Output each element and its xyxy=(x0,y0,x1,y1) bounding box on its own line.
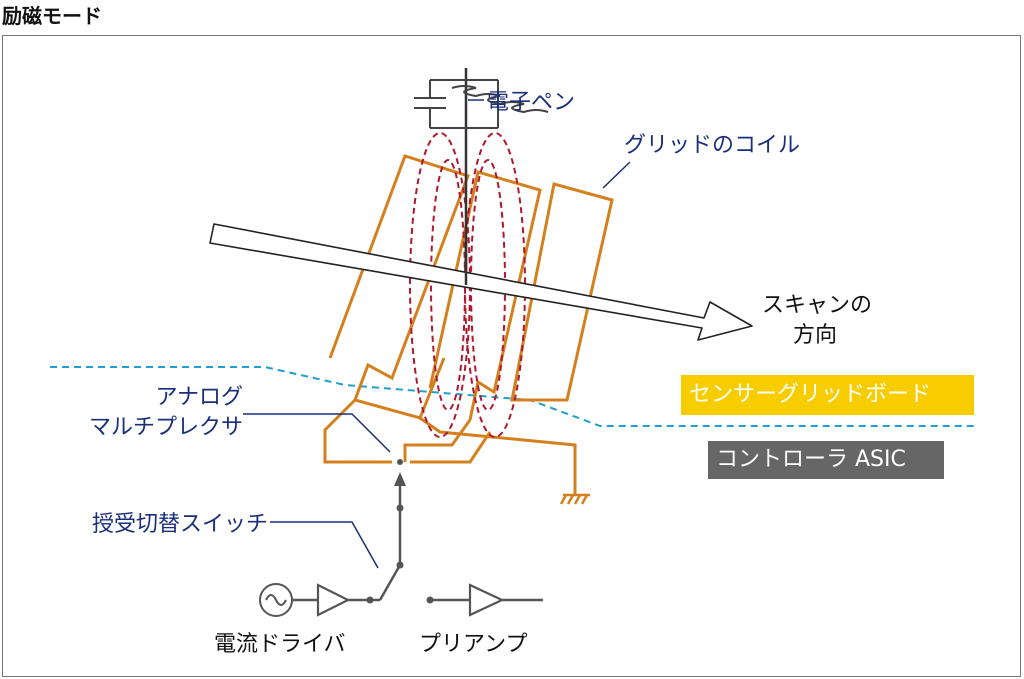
driver-amplifier-icon xyxy=(316,583,351,617)
node-dot-3 xyxy=(366,596,374,604)
ac-source-icon xyxy=(259,583,293,617)
sensor-board-badge: センサーグリッドボード xyxy=(681,375,974,415)
grid-coil-3 xyxy=(510,182,614,402)
current-arrowhead xyxy=(394,472,406,486)
diagram-frame xyxy=(2,35,1021,677)
page-title: 励磁モード xyxy=(2,4,102,28)
coil-lead-left xyxy=(323,398,392,464)
coil-lead-mux xyxy=(410,431,492,464)
switch-leader xyxy=(270,521,379,569)
mux-label-line1: アナログ xyxy=(155,385,243,410)
grid-coil-label: グリッドのコイル xyxy=(624,133,800,158)
node-dot-4 xyxy=(426,596,434,604)
scan-direction-arrow xyxy=(209,223,753,341)
driver-label: 電流ドライバ xyxy=(214,632,346,657)
switch-blade xyxy=(378,564,402,601)
coil-lead-right xyxy=(403,419,472,462)
grid-coil-leader xyxy=(602,161,631,189)
grid-coil-1 xyxy=(328,154,470,420)
scan-direction-label-line2: 方向 xyxy=(793,323,837,348)
ground-icon xyxy=(559,493,590,505)
preamp-amplifier-icon xyxy=(468,583,505,617)
leader-lines xyxy=(243,99,631,569)
mux-leader xyxy=(243,413,391,453)
mux-label-line2: マルチプレクサ xyxy=(89,415,243,440)
circuit-wiring xyxy=(292,478,543,602)
board-boundary-line xyxy=(50,366,975,427)
preamp-label: プリアンプ xyxy=(419,632,527,657)
coil-return xyxy=(419,416,577,495)
pen-lc-circuit-icon xyxy=(414,79,549,129)
switch-label: 授受切替スイッチ xyxy=(92,512,268,537)
node-dot-1 xyxy=(396,504,404,512)
mux-node-dot xyxy=(397,459,403,465)
scan-direction-label-line1: スキャンの xyxy=(762,293,872,318)
pen-label: 電子ペン xyxy=(487,90,575,115)
node-dot-2 xyxy=(396,561,404,569)
controller-asic-badge: コントローラ ASIC xyxy=(708,441,944,479)
